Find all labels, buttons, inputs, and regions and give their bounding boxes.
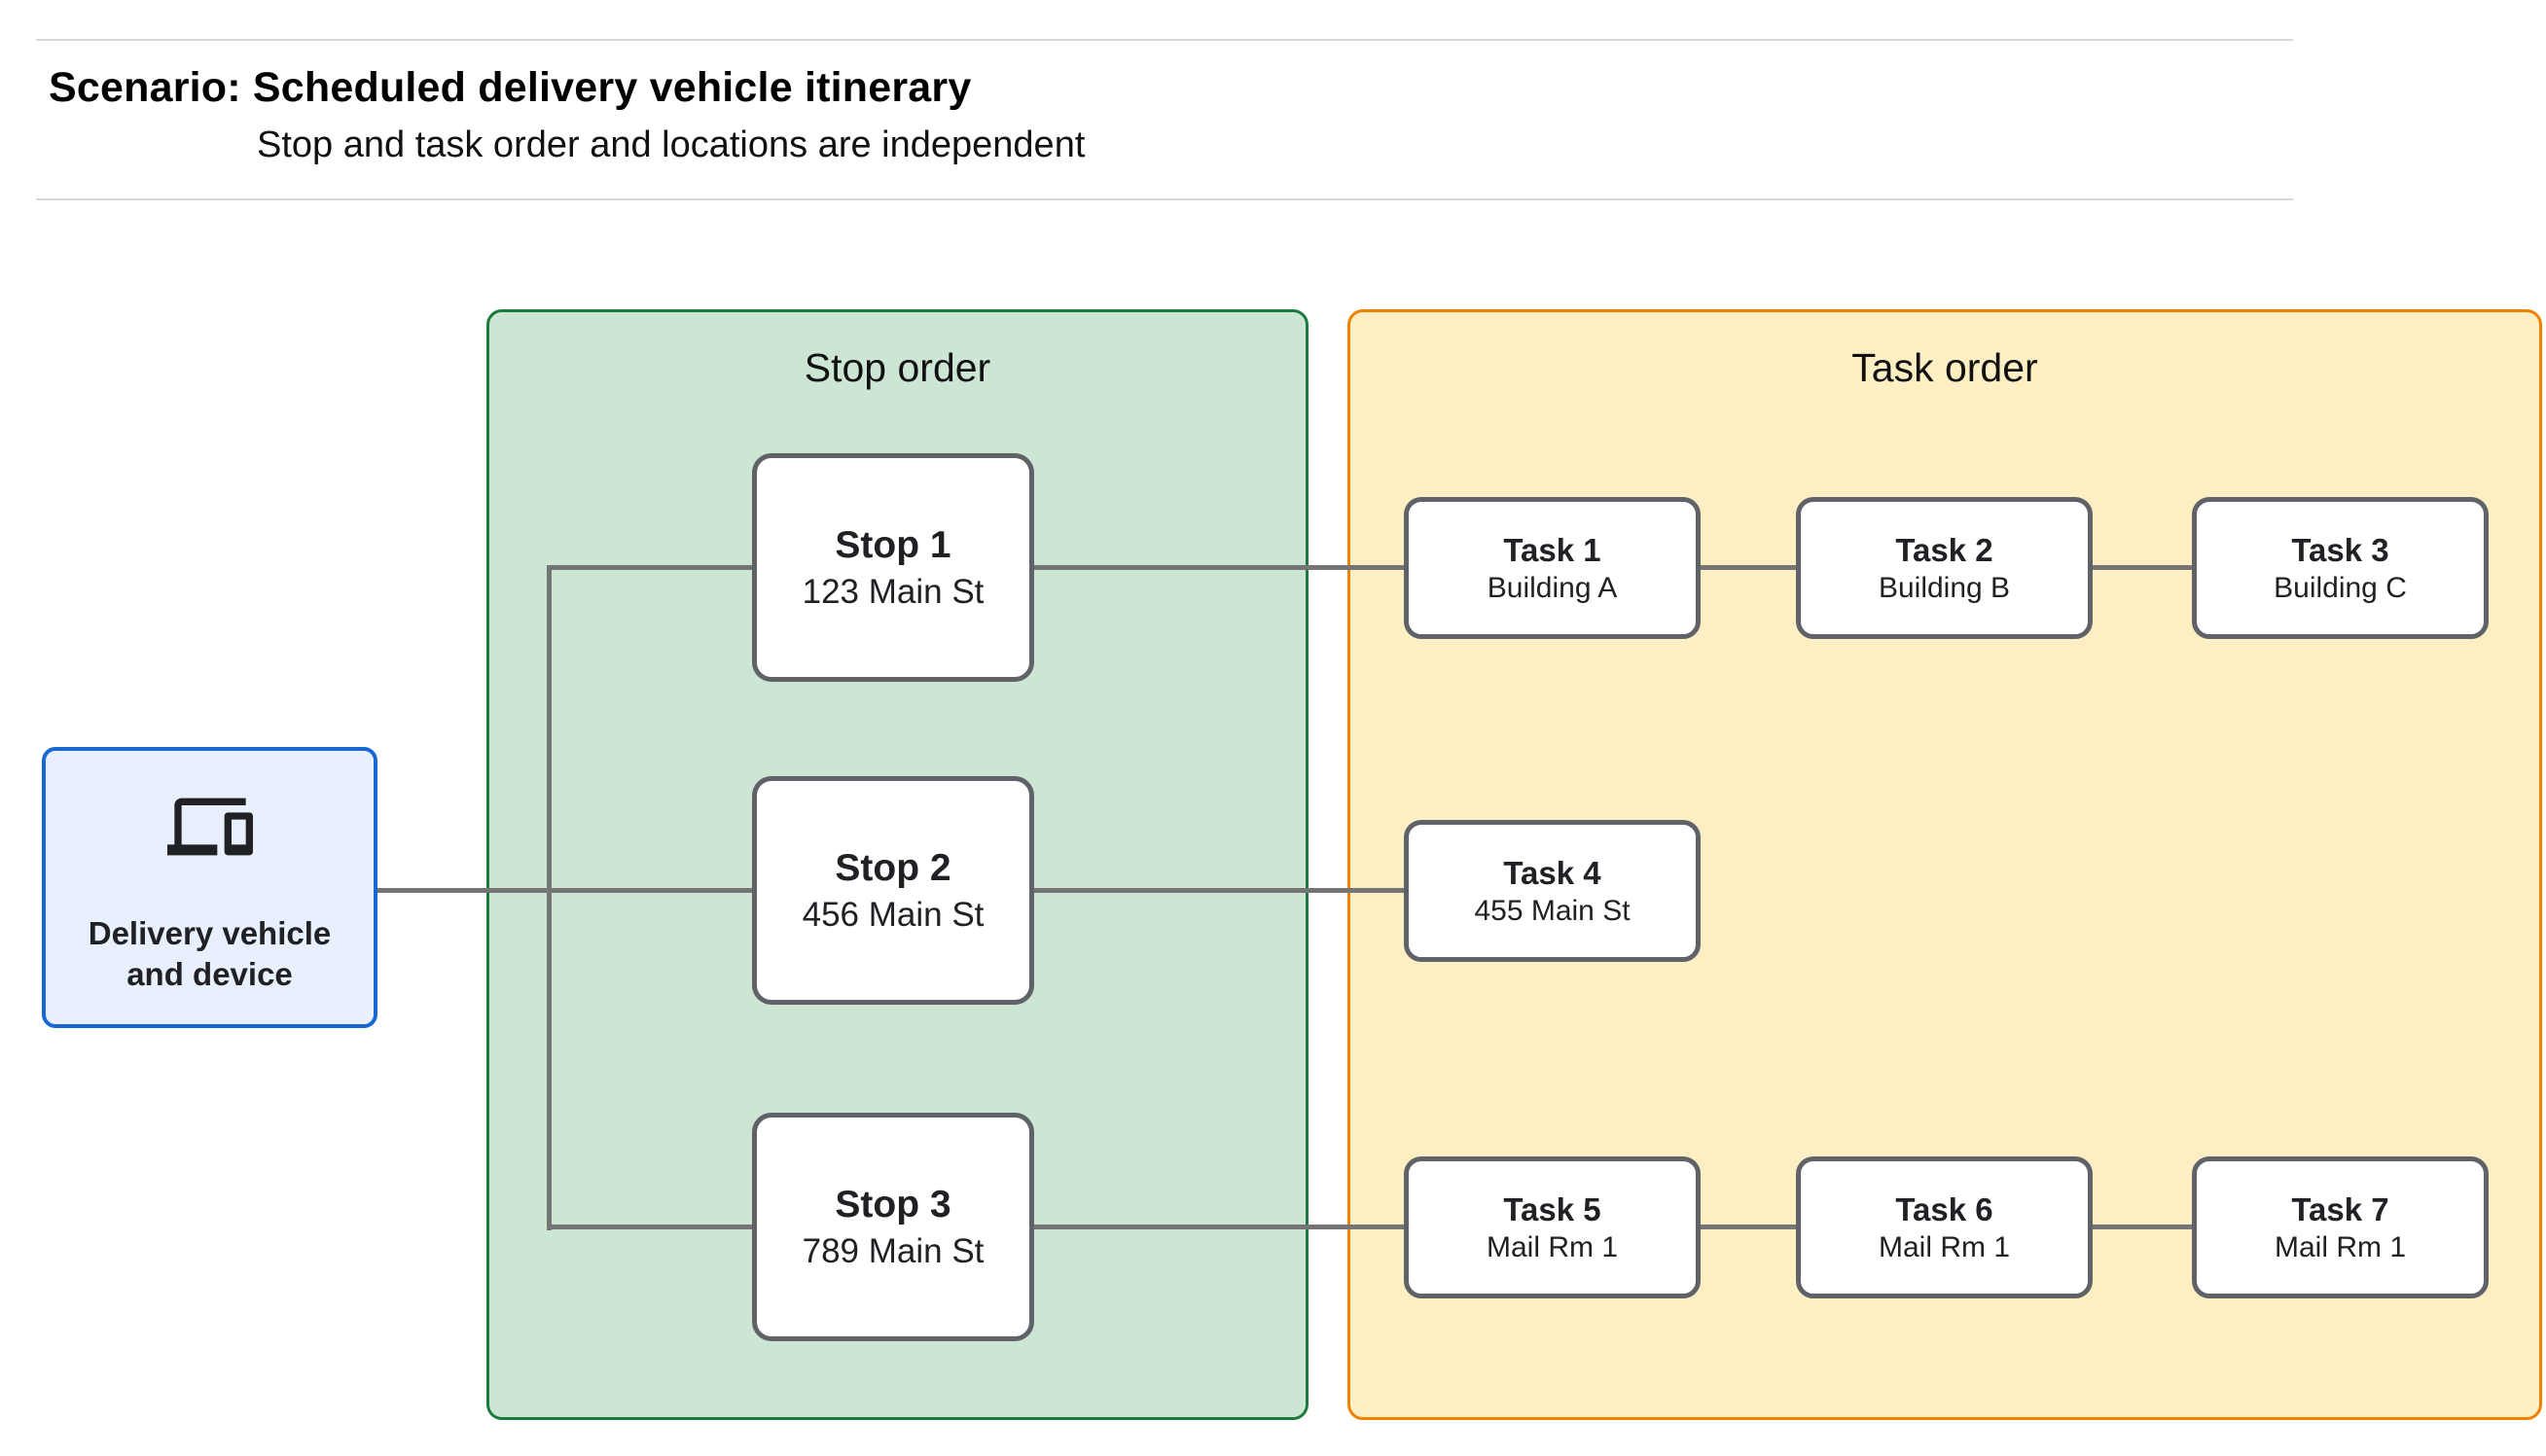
task-2-location: Building B — [1878, 571, 2011, 604]
title-prefix: Scenario: — [49, 64, 253, 111]
task-order-panel-label: Task order — [1851, 345, 2038, 390]
task-6-name: Task 6 — [1895, 1190, 1993, 1227]
connector-branch-vertical — [547, 565, 552, 1230]
stop-1-name: Stop 1 — [835, 523, 951, 566]
header-divider-bottom — [36, 198, 2293, 200]
task-2-node: Task 2 Building B — [1796, 497, 2093, 639]
task-1-location: Building A — [1487, 571, 1618, 604]
page-title: Scenario: Scheduled delivery vehicle iti… — [49, 64, 971, 112]
task-4-location: 455 Main St — [1474, 894, 1631, 927]
stop-order-panel-label: Stop order — [804, 345, 991, 390]
page-subtitle: Stop and task order and locations are in… — [257, 124, 1086, 165]
connector-task6-to-task7 — [2089, 1225, 2196, 1229]
task-3-node: Task 3 Building C — [2192, 497, 2489, 639]
connector-task2-to-task3 — [2089, 565, 2196, 570]
task-1-node: Task 1 Building A — [1404, 497, 1701, 639]
stop-1-node: Stop 1 123 Main St — [752, 453, 1034, 682]
task-4-node: Task 4 455 Main St — [1404, 820, 1701, 962]
stop-3-location: 789 Main St — [802, 1231, 985, 1270]
task-6-location: Mail Rm 1 — [1878, 1230, 2010, 1263]
connector-task5-to-task6 — [1697, 1225, 1800, 1229]
connector-delivery-to-stop2 — [375, 888, 756, 893]
stop-3-node: Stop 3 789 Main St — [752, 1113, 1034, 1341]
task-3-name: Task 3 — [2291, 531, 2389, 568]
stop-2-name: Stop 2 — [835, 846, 951, 889]
task-7-location: Mail Rm 1 — [2274, 1230, 2406, 1263]
task-5-node: Task 5 Mail Rm 1 — [1404, 1156, 1701, 1298]
devices-icon — [166, 784, 253, 870]
connector-branch-to-stop3 — [547, 1225, 756, 1229]
connector-stop3-to-task5 — [1030, 1225, 1408, 1229]
task-7-node: Task 7 Mail Rm 1 — [2192, 1156, 2489, 1298]
title-text: Scheduled delivery vehicle itinerary — [252, 64, 972, 111]
delivery-vehicle-label-line2: and device — [126, 955, 293, 992]
delivery-vehicle-node: Delivery vehicle and device — [42, 747, 377, 1028]
task-2-name: Task 2 — [1895, 531, 1993, 568]
task-6-node: Task 6 Mail Rm 1 — [1796, 1156, 2093, 1298]
task-7-name: Task 7 — [2291, 1190, 2389, 1227]
stop-1-location: 123 Main St — [802, 572, 985, 611]
delivery-vehicle-label-line1: Delivery vehicle — [88, 914, 332, 951]
stop-2-node: Stop 2 456 Main St — [752, 776, 1034, 1005]
connector-task1-to-task2 — [1697, 565, 1800, 570]
header-divider-top — [36, 39, 2293, 41]
task-3-location: Building C — [2274, 571, 2407, 604]
task-1-name: Task 1 — [1503, 531, 1601, 568]
task-4-name: Task 4 — [1503, 854, 1601, 891]
connector-branch-to-stop1 — [547, 565, 756, 570]
connector-stop1-to-task1 — [1030, 565, 1408, 570]
stop-3-name: Stop 3 — [835, 1183, 951, 1225]
connector-stop2-to-task4 — [1030, 888, 1408, 893]
delivery-vehicle-label: Delivery vehicle and device — [89, 913, 332, 995]
stop-2-location: 456 Main St — [802, 895, 985, 934]
task-5-name: Task 5 — [1503, 1190, 1601, 1227]
task-5-location: Mail Rm 1 — [1486, 1230, 1618, 1263]
